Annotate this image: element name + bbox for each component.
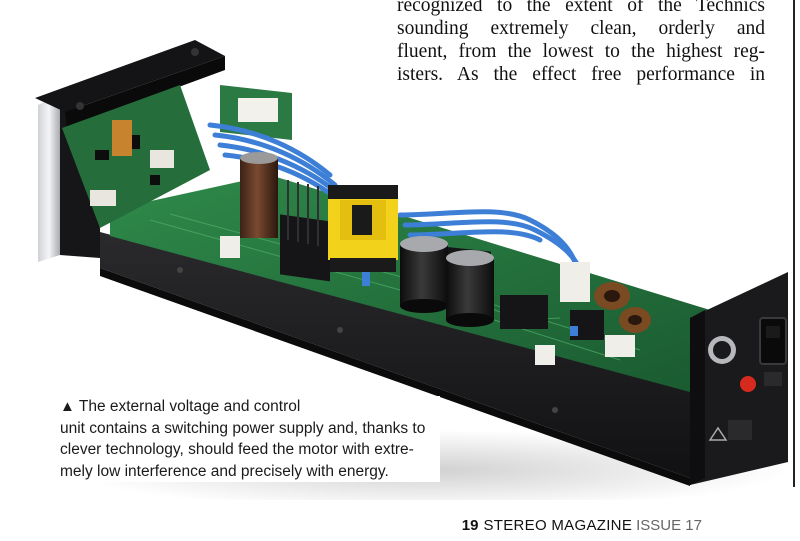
magazine-name: STEREO MAGAZINE [483, 517, 633, 534]
article-line: isters. As the effect free performance i… [397, 64, 765, 85]
caption-line: mely low interference and precisely with… [60, 462, 389, 480]
photo-caption: ▲The external voltage and control unit c… [60, 396, 440, 482]
article-line: fluent, from the lowest to the highest r… [397, 41, 765, 62]
triangle-marker-icon: ▲ [60, 398, 75, 415]
article-line: recognized to the extent of the Technics [397, 0, 765, 16]
caption-line-text: The external voltage and control [78, 398, 301, 415]
article-line: sounding extremely clean, orderly and [397, 18, 765, 39]
page-edge-rule [793, 0, 795, 487]
caption-line: ▲The external voltage and control [60, 396, 440, 418]
page-number: 19 [461, 517, 479, 534]
article-body-text: recognized to the extent of the Technics… [397, 0, 765, 86]
issue-label: ISSUE 17 [636, 517, 702, 534]
product-photo [35, 40, 790, 500]
caption-line: clever technology, should feed the motor… [60, 441, 414, 458]
caption-line: unit contains a switching power supply a… [60, 419, 426, 437]
